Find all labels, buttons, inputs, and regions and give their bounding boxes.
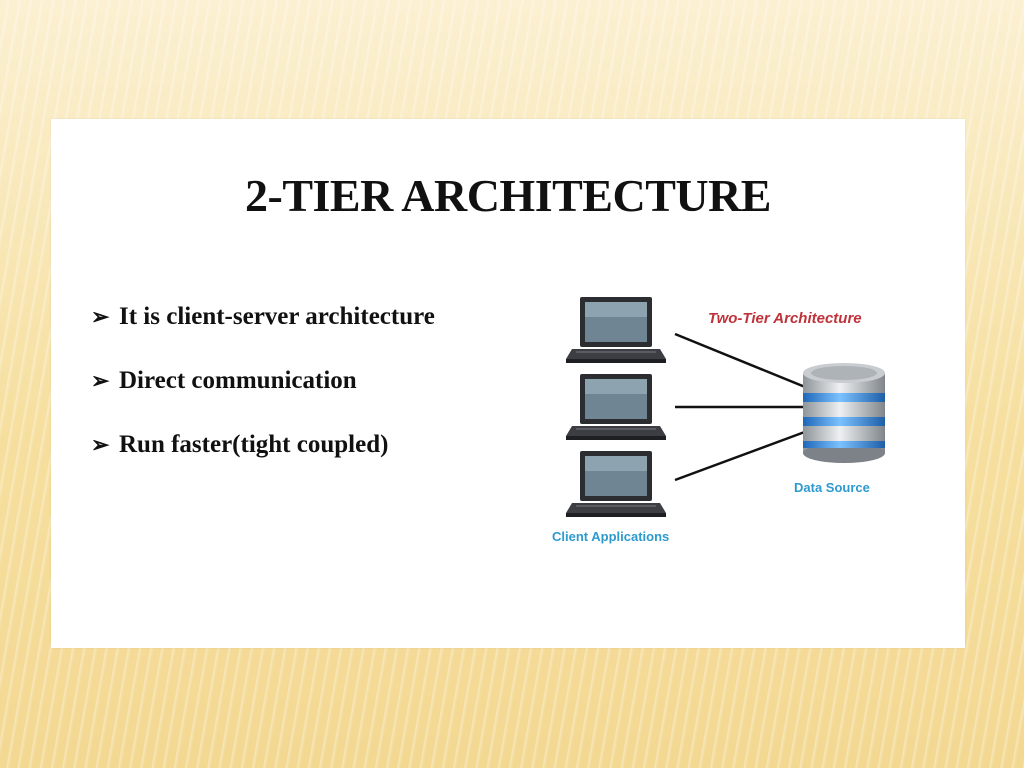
diagram-title: Two-Tier Architecture [708, 310, 862, 327]
slide-card: 2-TIER ARCHITECTURE ➢ It is client-serve… [51, 119, 965, 648]
arrow-bullet-icon: ➢ [91, 432, 110, 457]
two-tier-diagram: Two-Tier Architecture [541, 289, 931, 559]
database-icon [803, 363, 885, 463]
bullet-text: Run faster(tight coupled) [119, 431, 389, 458]
bullet-item: ➢ It is client-server architecture [91, 302, 435, 332]
bullet-list: ➢ It is client-server architecture ➢ Dir… [91, 302, 435, 494]
data-source-label: Data Source [794, 480, 870, 495]
bullet-item: ➢ Run faster(tight coupled) [91, 430, 435, 460]
laptop-icon [566, 297, 666, 363]
bullet-item: ➢ Direct communication [91, 366, 435, 396]
arrow-bullet-icon: ➢ [91, 368, 110, 393]
laptop-icon [566, 374, 666, 440]
laptop-icon [566, 451, 666, 517]
slide-title: 2-TIER ARCHITECTURE [245, 170, 772, 221]
client-applications-label: Client Applications [552, 529, 670, 544]
bullet-text: It is client-server architecture [119, 303, 435, 330]
arrow-bullet-icon: ➢ [91, 304, 110, 329]
bullet-text: Direct communication [119, 367, 357, 394]
